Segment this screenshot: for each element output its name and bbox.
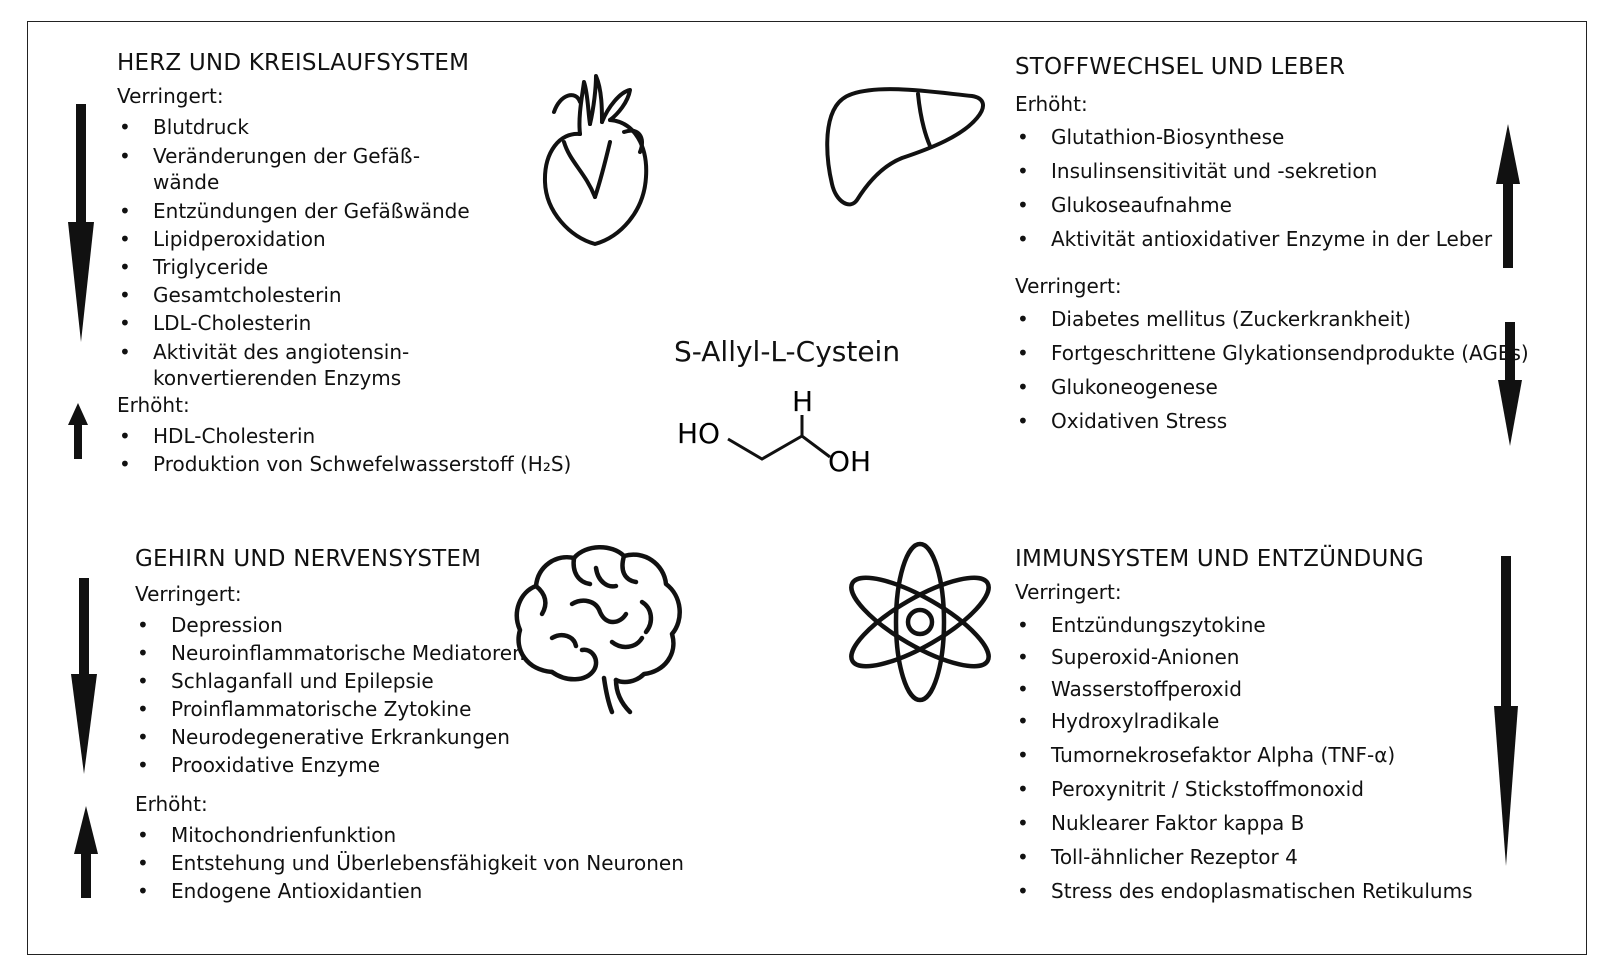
list-item: Gesamtcholesterin — [117, 282, 571, 308]
list-item: Mitochondrienfunktion — [135, 822, 684, 848]
list-item: Tumornekrosefaktor Alpha (TNF-α) — [1015, 742, 1472, 768]
list-item: Entzündungen der Gefäßwände — [117, 198, 571, 224]
list-item: HDL-Cholesterin — [117, 423, 571, 449]
liver-decrease-arrow-icon — [1498, 322, 1522, 446]
list-item: Prooxidative Enzyme — [135, 752, 684, 778]
list-item: Peroxynitrit / Stickstoffmonoxid — [1015, 776, 1472, 802]
immune-decrease-arrow-icon — [1494, 556, 1518, 866]
brain-decreased-label: Verringert: — [135, 582, 242, 606]
liver-increased-list: Glutathion-Biosynthese Insulinsensitivit… — [1015, 124, 1529, 252]
list-item: Aktivität antioxidativer Enzyme in der L… — [1015, 226, 1529, 252]
immune-decreased-label: Verringert: — [1015, 580, 1122, 604]
liver-decreased-list: Diabetes mellitus (Zuckerkrankheit) Fort… — [1015, 306, 1529, 434]
list-item: Glukoseaufnahme — [1015, 192, 1529, 218]
brain-increased-list: Mitochondrienfunktion Entstehung und Übe… — [135, 822, 684, 904]
list-item: Endogene Antioxidantien — [135, 878, 684, 904]
list-item: Produktion von Schwefelwasserstoff (H₂S) — [117, 451, 571, 477]
list-item: Oxidativen Stress — [1015, 408, 1529, 434]
brain-section: GEHIRN UND NERVENSYSTEM Verringert: Depr… — [135, 546, 684, 904]
list-item: Nuklearer Faktor kappa B — [1015, 810, 1472, 836]
heart-decrease-arrow-icon — [68, 104, 94, 342]
list-item: Entzündungszytokine — [1015, 612, 1472, 638]
liver-section: STOFFWECHSEL UND LEBER Erhöht: Glutathio… — [1015, 54, 1529, 434]
list-item: Depression — [135, 612, 684, 638]
list-item-continuation: wände — [153, 170, 220, 194]
heart-increase-arrow-icon — [68, 403, 88, 459]
list-item: Aktivität des angiotensin- — [117, 339, 571, 365]
list-item-continuation: konvertierenden Enzyms — [153, 366, 402, 390]
heart-increased-label: Erhöht: — [117, 393, 190, 417]
brain-decrease-arrow-icon — [71, 578, 97, 774]
list-item: Fortgeschrittene Glykationsendprodukte (… — [1015, 340, 1529, 366]
atom-label-oh: OH — [828, 445, 871, 478]
molecule-structure: HO H OH — [677, 385, 871, 478]
heart-decreased-label: Verringert: — [117, 84, 224, 108]
list-item: Neuroinflammatorische Mediatoren — [135, 640, 684, 666]
list-item: Superoxid-Anionen — [1015, 644, 1472, 670]
list-item: Proinflammatorische Zytokine — [135, 696, 684, 722]
list-item: Hydroxylradikale — [1015, 708, 1472, 734]
molecule-bonds — [727, 434, 831, 461]
list-item: Triglyceride — [117, 254, 571, 280]
list-item: Schlaganfall und Epilepsie — [135, 668, 684, 694]
list-item: Stress des endoplasmatischen Retikulums — [1015, 878, 1472, 904]
atom-label-ho: HO — [677, 417, 720, 450]
molecule-title: S-Allyl-L-Cystein — [674, 335, 901, 368]
list-item: Diabetes mellitus (Zuckerkrankheit) — [1015, 306, 1529, 332]
immune-section: IMMUNSYSTEM UND ENTZÜNDUNG Verringert: E… — [1015, 546, 1472, 904]
heart-section: HERZ UND KREISLAUFSYSTEM Verringert: Blu… — [117, 50, 571, 477]
diagram-frame — [27, 21, 1587, 955]
list-item: Wasserstoffperoxid — [1015, 676, 1472, 702]
brain-icon — [514, 545, 682, 715]
heart-section-title: HERZ UND KREISLAUFSYSTEM — [117, 50, 470, 76]
brain-increased-label: Erhöht: — [135, 792, 208, 816]
liver-decreased-label: Verringert: — [1015, 274, 1122, 298]
heart-increased-list: HDL-Cholesterin Produktion von Schwefelw… — [117, 423, 571, 477]
list-item: Insulinsensitivität und -sekretion — [1015, 158, 1529, 184]
list-item: Lipidperoxidation — [117, 226, 571, 252]
liver-increase-arrow-icon — [1496, 124, 1520, 268]
brain-section-title: GEHIRN UND NERVENSYSTEM — [135, 546, 482, 572]
list-item: Blutdruck — [117, 114, 571, 140]
list-item: Toll-ähnlicher Rezeptor 4 — [1015, 844, 1472, 870]
immune-section-title: IMMUNSYSTEM UND ENTZÜNDUNG — [1015, 546, 1424, 572]
brain-decreased-list: Depression Neuroinflammatorische Mediato… — [135, 612, 684, 778]
liver-section-title: STOFFWECHSEL UND LEBER — [1015, 54, 1346, 80]
atom-label-h: H — [792, 385, 813, 418]
brain-increase-arrow-icon — [74, 806, 98, 898]
list-item: Entstehung und Überlebensfähigkeit von N… — [135, 850, 684, 876]
list-item: Veränderungen der Gefäß- — [117, 143, 571, 169]
atom-icon — [849, 541, 991, 703]
list-item: Glutathion-Biosynthese — [1015, 124, 1529, 150]
list-item: Neurodegenerative Erkrankungen — [135, 724, 684, 750]
immune-decreased-list: Entzündungszytokine Superoxid-Anionen Wa… — [1015, 612, 1472, 904]
heart-icon — [542, 74, 649, 246]
liver-increased-label: Erhöht: — [1015, 92, 1088, 116]
liver-icon — [825, 87, 985, 207]
heart-decreased-list: Blutdruck Veränderungen der Gefäß- wände… — [117, 114, 571, 391]
list-item: LDL-Cholesterin — [117, 310, 571, 336]
list-item: Glukoneogenese — [1015, 374, 1529, 400]
